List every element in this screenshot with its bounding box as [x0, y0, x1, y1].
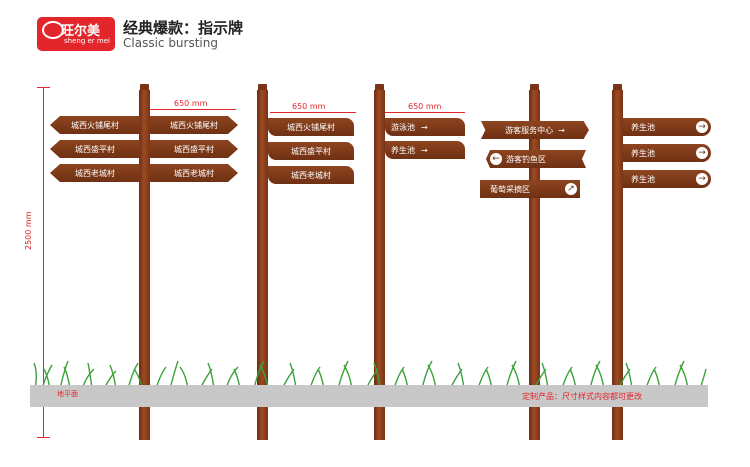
right-arrow-icon: →: [696, 147, 708, 159]
post-3: [374, 90, 385, 440]
sign-1-left-1: 城西火铺尾村: [50, 116, 140, 134]
sign-5-2-label: 养生池: [631, 148, 655, 158]
right-arrow-icon: →: [696, 121, 708, 133]
sign-4-1-label: 游客服务中心: [505, 125, 554, 135]
sign-4-3: 葡萄采摘区 ↗: [480, 180, 580, 198]
sign-3-1: 游泳池 →: [385, 118, 465, 136]
up-right-arrow-icon: ↗: [565, 183, 577, 195]
height-dimension-line: [43, 87, 44, 437]
sign-4-3-label: 葡萄采摘区: [490, 184, 530, 194]
sign-4-2-label: 游客钓鱼区: [506, 154, 546, 164]
sign-1-left-2: 城西盛平村: [50, 140, 140, 158]
left-arrow-icon: ←: [490, 153, 502, 165]
sign-5-3-label: 养生池: [631, 174, 655, 184]
ground-label: 地平面: [57, 390, 78, 398]
sign-1-right-1: 城西火铺尾村: [150, 116, 238, 134]
post-1: [139, 90, 150, 440]
sign-1-right-3: 城西老城村: [150, 164, 238, 182]
post-3-cap: [375, 84, 384, 92]
width-dimension-label-1: 650 mm: [174, 99, 208, 108]
width-dimension-label-2: 650 mm: [292, 102, 326, 111]
post-2: [257, 90, 268, 440]
custom-note: 定制产品：尺寸样式内容都可更改: [522, 392, 642, 401]
ground: [30, 385, 708, 407]
post-4: [529, 90, 540, 440]
sign-3-2: 养生池 →: [385, 141, 465, 159]
right-arrow-icon: →: [421, 122, 428, 132]
post-4-cap: [530, 84, 539, 92]
sign-1-right-2: 城西盛平村: [150, 140, 238, 158]
right-arrow-icon: →: [696, 173, 708, 185]
sign-3-1-label: 游泳池: [391, 122, 415, 132]
post-2-cap: [258, 84, 267, 92]
post-1-cap: [140, 84, 149, 92]
width-dimension-label-3: 650 mm: [408, 102, 442, 111]
sign-5-2: 养生池 →: [623, 144, 711, 162]
logo-mark-icon: [42, 21, 64, 39]
sign-2-3: 城西老城村: [268, 166, 354, 184]
dimension-tick-top: [37, 87, 50, 88]
brand-pinyin: sheng er mei: [64, 37, 110, 45]
post-5: [612, 90, 623, 440]
brand-logo: 旺尔美 sheng er mei: [37, 17, 115, 51]
width-dimension-line-3: [385, 112, 465, 113]
height-dimension-label: 2500 mm: [24, 211, 33, 251]
right-arrow-icon: →: [421, 145, 428, 155]
sign-5-3: 养生池 →: [623, 170, 711, 188]
sign-3-2-label: 养生池: [391, 145, 415, 155]
sign-4-1: 游客服务中心 →: [481, 121, 589, 139]
post-5-cap: [613, 84, 622, 92]
sign-5-1-label: 养生池: [631, 122, 655, 132]
sign-4-2: ← 游客钓鱼区: [486, 150, 586, 168]
page-title: 经典爆款：指示牌: [123, 19, 244, 37]
page-subtitle: Classic bursting: [123, 36, 218, 50]
width-dimension-line-1: [150, 109, 236, 110]
sign-5-1: 养生池 →: [623, 118, 711, 136]
sign-2-1: 城西火铺尾村: [268, 118, 354, 136]
brand-name: 旺尔美: [61, 24, 101, 39]
width-dimension-line-2: [270, 112, 356, 113]
sign-2-2: 城西盛平村: [268, 142, 354, 160]
grass: [33, 360, 707, 389]
right-arrow-icon: →: [558, 125, 565, 135]
dimension-tick-bottom: [37, 437, 50, 438]
sign-1-left-3: 城西老城村: [50, 164, 140, 182]
